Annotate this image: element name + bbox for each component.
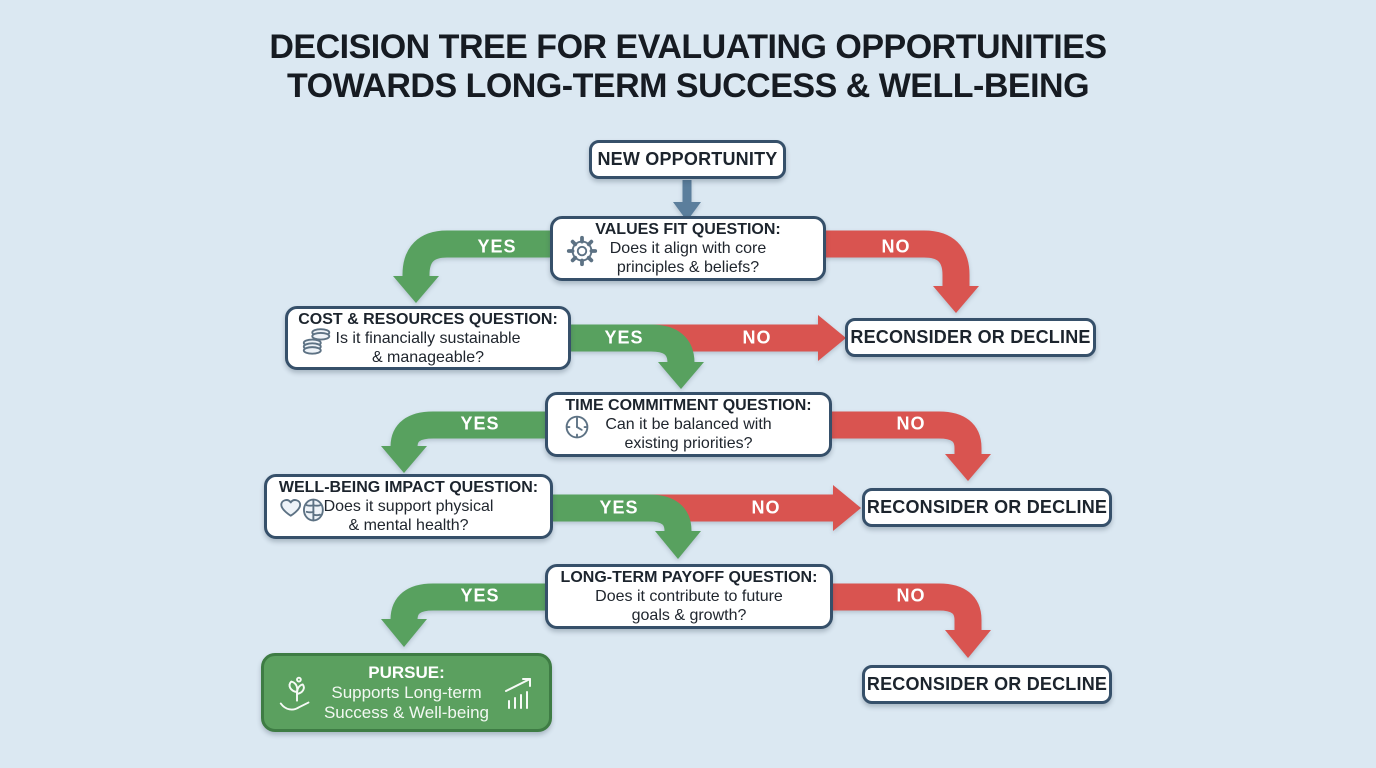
- yes-arrow-3: [390, 411, 547, 449]
- plant-hand-icon: [276, 672, 318, 714]
- wellbeing-impact-text: WELL-BEING IMPACT QUESTION: Does it supp…: [279, 478, 538, 535]
- yes-arrow-2: [571, 324, 695, 365]
- pursue-node: PURSUE: Supports Long-term Success & Wel…: [261, 653, 552, 732]
- no-label-5: NO: [896, 585, 926, 606]
- longterm-payoff-line2: goals & growth?: [631, 607, 747, 624]
- values-fit-text: VALUES FIT QUESTION: Does it align with …: [595, 220, 780, 277]
- yes-arrowhead-4: [655, 531, 701, 559]
- clock-icon: [560, 410, 594, 444]
- yes-label-3: YES: [460, 413, 500, 434]
- time-commitment-question-node: TIME COMMITMENT QUESTION: Can it be bala…: [545, 392, 832, 457]
- start-node-label: NEW OPPORTUNITY: [597, 149, 778, 169]
- no-arrowhead-4: [833, 485, 861, 531]
- longterm-payoff-question-node: LONG-TERM PAYOFF QUESTION: Does it contr…: [545, 564, 833, 629]
- cost-resources-line1: Is it financially sustainable: [335, 329, 521, 347]
- wellbeing-impact-title: WELL-BEING IMPACT QUESTION:: [278, 479, 539, 496]
- page-title: DECISION TREE FOR EVALUATING OPPORTUNITI…: [0, 28, 1376, 106]
- yes-arrow-4: [553, 494, 692, 533]
- pursue-title: PURSUE:: [368, 662, 445, 682]
- yes-label-4: YES: [599, 497, 639, 518]
- no-arrow-5: [831, 583, 982, 631]
- no-arrowhead-5: [945, 630, 991, 658]
- values-fit-line1: Does it align with core: [609, 240, 767, 257]
- values-fit-question-node: VALUES FIT QUESTION: Does it align with …: [550, 216, 826, 281]
- no-arrowhead-1: [933, 286, 979, 313]
- page-title-line1: DECISION TREE FOR EVALUATING OPPORTUNITI…: [269, 28, 1107, 66]
- pursue-text: PURSUE: Supports Long-term Success & Wel…: [324, 663, 489, 723]
- no-arrowhead-2: [818, 315, 846, 361]
- heart-brain-icon: [279, 492, 327, 526]
- pursue-line2: Success & Well-being: [323, 702, 490, 722]
- values-fit-line2: principles & beliefs?: [616, 259, 760, 276]
- no-label-1: NO: [881, 236, 911, 257]
- yes-label-2: YES: [604, 327, 644, 348]
- no-arrow-1: [824, 230, 970, 287]
- reconsider-decline-node-2: RECONSIDER OR DECLINE: [862, 488, 1112, 527]
- cost-resources-title: COST & RESOURCES QUESTION:: [298, 310, 558, 328]
- time-commitment-text: TIME COMMITMENT QUESTION: Can it be bala…: [565, 396, 811, 453]
- reconsider-decline-label-3: RECONSIDER OR DECLINE: [866, 674, 1108, 694]
- time-commitment-line1: Can it be balanced with: [605, 416, 772, 433]
- reconsider-decline-label-2: RECONSIDER OR DECLINE: [866, 497, 1108, 517]
- yes-arrowhead-3: [381, 446, 427, 473]
- coins-icon: [300, 323, 334, 357]
- wellbeing-impact-line2: & mental health?: [348, 517, 469, 534]
- yes-label-5: YES: [460, 585, 500, 606]
- page-title-line2: TOWARDS LONG-TERM SUCCESS & WELL-BEING: [286, 67, 1090, 105]
- wellbeing-impact-line1: Does it support physical: [323, 498, 494, 515]
- reconsider-decline-node-1: RECONSIDER OR DECLINE: [845, 318, 1096, 357]
- growth-chart-icon: [499, 673, 539, 713]
- no-label-2: NO: [742, 327, 772, 348]
- start-node: NEW OPPORTUNITY: [589, 140, 786, 179]
- yes-label-1: YES: [477, 236, 517, 257]
- wellbeing-impact-question-node: WELL-BEING IMPACT QUESTION: Does it supp…: [264, 474, 553, 539]
- yes-arrow-5: [390, 583, 547, 622]
- yes-arrowhead-5: [381, 619, 427, 647]
- no-label-4: NO: [751, 497, 781, 518]
- no-arrowhead-3: [945, 454, 991, 481]
- cost-resources-question-node: COST & RESOURCES QUESTION: Is it financi…: [285, 306, 571, 370]
- yes-arrowhead-1: [393, 276, 439, 303]
- longterm-payoff-line1: Does it contribute to future: [595, 588, 783, 605]
- reconsider-decline-node-3: RECONSIDER OR DECLINE: [862, 665, 1112, 704]
- time-commitment-line2: existing priorities?: [624, 435, 753, 452]
- start-down-arrowhead: [673, 202, 701, 221]
- no-arrow-3: [830, 411, 982, 455]
- yes-arrow-1: [402, 230, 552, 277]
- cost-resources-line2: & manageable?: [371, 348, 485, 366]
- gear-icon: [565, 234, 599, 268]
- values-fit-title: VALUES FIT QUESTION:: [595, 221, 781, 238]
- cost-resources-text: COST & RESOURCES QUESTION: Is it financi…: [298, 310, 558, 367]
- pursue-line1: Supports Long-term: [331, 682, 482, 702]
- time-commitment-title: TIME COMMITMENT QUESTION:: [565, 397, 812, 414]
- reconsider-decline-label-1: RECONSIDER OR DECLINE: [850, 327, 1091, 347]
- longterm-payoff-title: LONG-TERM PAYOFF QUESTION:: [560, 569, 818, 586]
- no-label-3: NO: [896, 413, 926, 434]
- yes-arrowhead-2: [658, 362, 704, 389]
- longterm-payoff-text: LONG-TERM PAYOFF QUESTION: Does it contr…: [561, 568, 818, 625]
